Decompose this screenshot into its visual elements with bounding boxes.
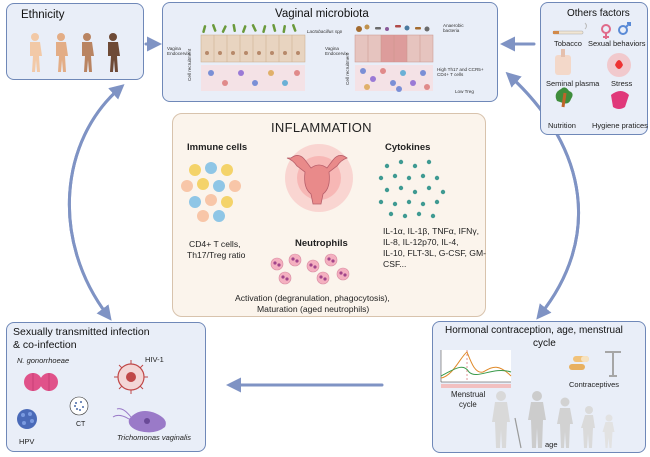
- immune-cells-line2: Th17/Treg ratio: [187, 250, 246, 260]
- microbiota-title: Vaginal microbiota: [275, 8, 369, 20]
- hiv-icon: [114, 360, 148, 394]
- dysbiosis-recruitment-label: Cell recruitment: [345, 52, 350, 85]
- nutrition-icon: [555, 87, 573, 108]
- seminal-plasma-label: Seminal plasma: [546, 79, 600, 88]
- gender-symbols-icon: [601, 22, 631, 39]
- arrow-others-to-hormonal: [508, 74, 581, 320]
- hiv-label: HIV-1: [145, 355, 164, 364]
- hygiene-label: Hygiene pratices: [592, 121, 648, 130]
- tobacco-icon: [552, 22, 587, 35]
- arrow-sti-to-ethnicity: [67, 84, 125, 318]
- inflammation-panel: INFLAMMATION Immune cells CD4+ T cells, …: [172, 113, 486, 317]
- trichomonas-label: Trichomonas vaginalis: [117, 433, 192, 442]
- neutrophils-line2: Maturation (aged neutrophils): [257, 304, 370, 314]
- cytokines-title: Cytokines: [385, 142, 431, 153]
- contraceptives-icon: [569, 351, 621, 377]
- ngonorrhoeae-label: N. gonorrhoeae: [17, 356, 70, 365]
- age-label: age: [545, 440, 558, 449]
- anaerobic-label: Anaerobic bacteria: [443, 23, 464, 33]
- menstrual-cycle-chart-icon: [440, 350, 512, 388]
- nutrition-label: Nutrition: [548, 121, 576, 130]
- gonorrhoeae-icon: [24, 373, 58, 391]
- hpv-label: HPV: [19, 437, 35, 446]
- vaginal-microbiota-panel: Vaginal microbiota: [162, 2, 498, 102]
- hpv-icon: [17, 409, 37, 429]
- inflammation-title: INFLAMMATION: [271, 120, 372, 135]
- hormonal-title-line1: Hormonal contraception, age, menstrual: [445, 325, 623, 336]
- chlamydia-icon: [69, 396, 89, 416]
- menstrual-cycle-line2: cycle: [459, 400, 477, 409]
- stress-label: Stress: [611, 79, 633, 88]
- neutrophils-title: Neutrophils: [295, 238, 348, 249]
- sti-title-line2: & co-infection: [13, 339, 77, 351]
- dysbiosis-epithelium-label: Vagina Endocervix: [325, 46, 348, 56]
- ethnicity-title: Ethnicity: [21, 9, 65, 21]
- immune-cells-line1: CD4+ T cells,: [189, 239, 241, 249]
- lactobacillus-label: Lactobacillus spp: [307, 29, 343, 34]
- healthy-epithelium-label: Vagina Endocervix: [167, 46, 190, 56]
- immune-cells-title: Immune cells: [187, 142, 248, 153]
- hormonal-title-line2: cycle: [533, 338, 556, 349]
- sti-panel: Sexually transmitted infection & co-infe…: [6, 322, 206, 452]
- others-title: Others factors: [567, 8, 630, 19]
- others-icons: [552, 22, 631, 109]
- others-factors-panel: Others factors Tobacco Sexual behaviors …: [540, 2, 648, 135]
- cytokines-line2: IL-8, IL-12p70, IL-4,: [383, 237, 459, 247]
- immune-cells-cluster: [181, 162, 241, 222]
- women-figures-icon: [30, 33, 120, 72]
- cytokines-line3: IL-10, FLT-3L, G-CSF, GM-: [383, 248, 486, 258]
- sexual-behaviors-label: Sexual behaviors: [588, 39, 646, 48]
- healthy-epithelium-illustration: [200, 23, 306, 91]
- th17-label: High Th17 and CCR5+ CD4+ T cells: [437, 67, 484, 77]
- pathogens-illustration: [17, 360, 166, 433]
- cytokines-line4: CSF...: [383, 259, 407, 269]
- menstrual-cycle-line1: Menstrual: [451, 390, 486, 399]
- cytokines-dots: [378, 159, 446, 219]
- tobacco-label: Tobacco: [554, 39, 582, 48]
- hormonal-panel: Hormonal contraception, age, menstrual c…: [432, 321, 646, 453]
- neutrophils-line1: Activation (degranulation, phagocytosis)…: [235, 293, 390, 303]
- uterus-icon: [285, 144, 353, 212]
- arrow-ethnicity-to-sti: [67, 86, 122, 321]
- cytokines-line1: IL-1α, IL-1β, TNFα, IFNγ,: [383, 226, 480, 236]
- trichomonas-icon: [112, 408, 166, 433]
- age-figures-icon: [492, 391, 615, 449]
- ct-label: CT: [76, 421, 86, 428]
- dysbiosis-epithelium-illustration: [354, 24, 434, 92]
- sti-title-line1: Sexually transmitted infection: [13, 326, 150, 338]
- contraceptives-label: Contraceptives: [569, 380, 620, 389]
- hygiene-icon: [611, 91, 629, 109]
- stress-icon: [607, 53, 631, 77]
- ethnicity-panel: Ethnicity: [6, 3, 144, 80]
- treg-label: Low Treg: [455, 89, 474, 94]
- seminal-plasma-icon: [555, 49, 571, 75]
- neutrophils-cluster: [270, 253, 350, 285]
